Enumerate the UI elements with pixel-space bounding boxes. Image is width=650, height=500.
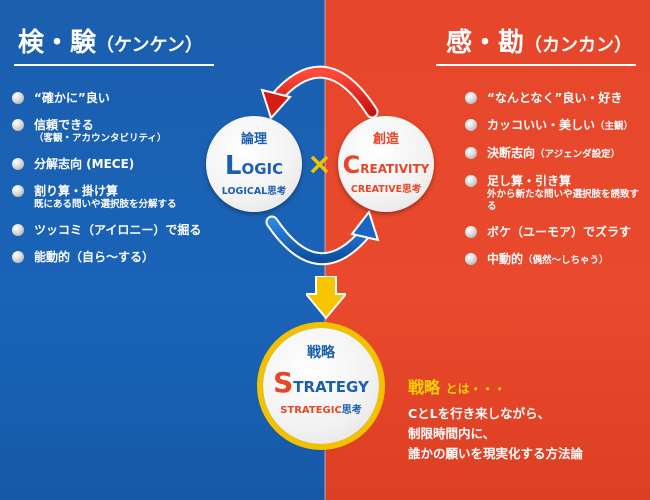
- right-heading-underline: [436, 64, 636, 66]
- strategy-label: STRATEGY: [273, 366, 369, 399]
- definition-line: 誰かの願いを現実化する方法論: [408, 446, 584, 461]
- creativity-to-logic-arrow-icon: [260, 65, 379, 120]
- creativity-title: 創造: [372, 132, 399, 147]
- bullet-icon: [465, 147, 477, 159]
- strategy-definition-text: CとLを行き来しながら、 制限時間内に、 誰かの願いを現実化する方法論: [408, 404, 583, 464]
- definition-line: 制限時間内に、: [408, 426, 496, 441]
- bullet-icon: [12, 92, 24, 104]
- left-heading: 検・験（ケンケン）: [18, 22, 203, 59]
- bullet-icon: [12, 185, 24, 197]
- list-item: 足し算・引き算外から新たな問いや選択肢を誘致する: [465, 174, 645, 213]
- right-heading-reading: （カンカン）: [524, 35, 632, 56]
- right-heading: 感・勘（カンカン）: [446, 22, 632, 59]
- logic-label: LOGIC: [224, 151, 284, 181]
- left-heading-reading: （ケンケン）: [96, 35, 203, 56]
- strategy-definition-title: 戦略 とは・・・: [408, 378, 506, 397]
- bullet-icon: [12, 158, 24, 170]
- definition-line: CとLを行き来しながら、: [408, 406, 551, 421]
- creativity-label: CREATIVITY: [342, 151, 430, 179]
- list-item: カッコいい・美しい（主観）: [465, 118, 645, 134]
- down-arrow-icon: [306, 276, 346, 320]
- right-heading-main: 感・勘: [445, 28, 524, 58]
- bullet-icon: [465, 175, 477, 187]
- bullet-icon: [465, 253, 477, 265]
- cross-symbol: ×: [307, 147, 333, 182]
- left-heading-underline: [14, 64, 214, 66]
- bullet-icon: [465, 119, 477, 131]
- bullet-icon: [465, 226, 477, 238]
- list-item: 信頼できる（客観・アカウンタビリティ）: [12, 118, 312, 145]
- strategy-title: 戦略: [307, 345, 335, 361]
- creativity-circle: 創造 CREATIVITY CREATIVE思考: [338, 116, 434, 212]
- bullet-icon: [12, 251, 24, 263]
- list-item: ボケ（ユーモア）でズラす: [465, 225, 645, 240]
- logic-to-creativity-arrow-icon: [265, 209, 380, 265]
- creativity-subtitle: CREATIVE思考: [350, 184, 422, 195]
- right-panel-background: [325, 0, 650, 500]
- list-item: ツッコミ（アイロニー）で掘る: [12, 223, 312, 238]
- bullet-icon: [12, 119, 24, 131]
- list-item: 決断志向（アジェンダ設定）: [465, 146, 645, 162]
- left-feature-list: “確かに”良い 信頼できる（客観・アカウンタビリティ） 分解志向 (MECE) …: [12, 91, 312, 277]
- center-divider: [324, 0, 326, 500]
- list-item: “確かに”良い: [12, 91, 312, 106]
- bullet-icon: [12, 224, 24, 236]
- logic-subtitle: LOGICAL思考: [221, 186, 287, 197]
- list-item: “なんとなく”良い・好き: [465, 91, 645, 106]
- logic-title: 論理: [240, 132, 267, 147]
- right-feature-list: “なんとなく”良い・好き カッコいい・美しい（主観） 決断志向（アジェンダ設定）…: [465, 91, 645, 280]
- left-heading-main: 検・験: [18, 28, 97, 58]
- strategy-circle: 戦略 STRATEGY STRATEGIC思考: [263, 328, 379, 444]
- list-item: 割り算・掛け算既にある問いや選択肢を分解する: [12, 184, 312, 211]
- list-item: 分解志向 (MECE): [12, 157, 312, 172]
- list-item: 能動的（自ら～する）: [12, 250, 312, 265]
- logic-circle: 論理 LOGIC LOGICAL思考: [206, 116, 302, 212]
- strategy-subtitle: STRATEGIC思考: [280, 405, 362, 416]
- list-item: 中動的（偶然～しちゃう）: [465, 252, 645, 268]
- bullet-icon: [465, 92, 477, 104]
